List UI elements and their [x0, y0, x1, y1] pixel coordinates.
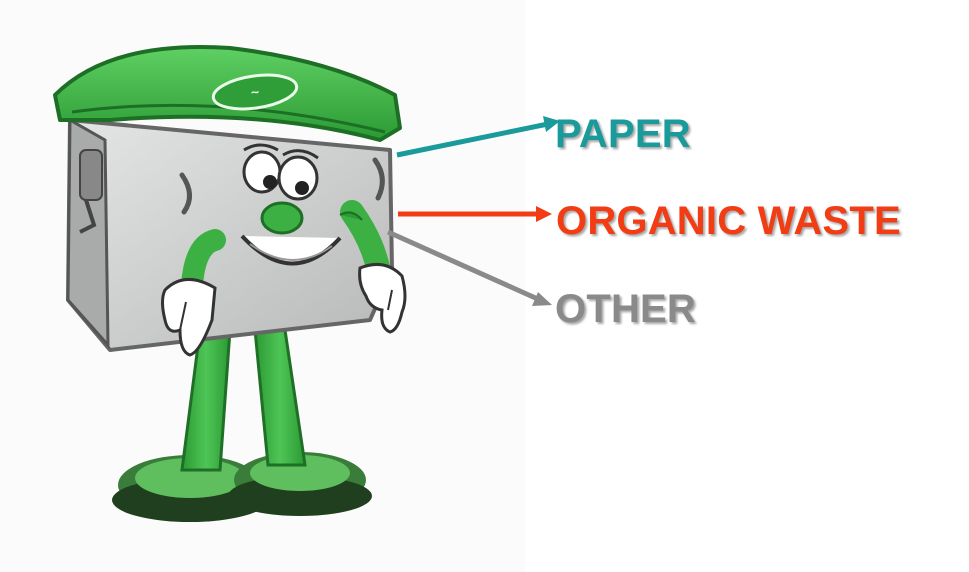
organic-waste-label: ORGANIC WASTE [556, 199, 901, 243]
bin-body [68, 120, 392, 350]
paper-label: PAPER [555, 112, 691, 156]
nose [262, 203, 302, 233]
mascot-illustration: ~ [0, 0, 525, 572]
recycling-bin-mascot-icon: ~ [0, 0, 525, 572]
right-leg [255, 330, 305, 465]
other-label: OTHER [555, 287, 696, 331]
